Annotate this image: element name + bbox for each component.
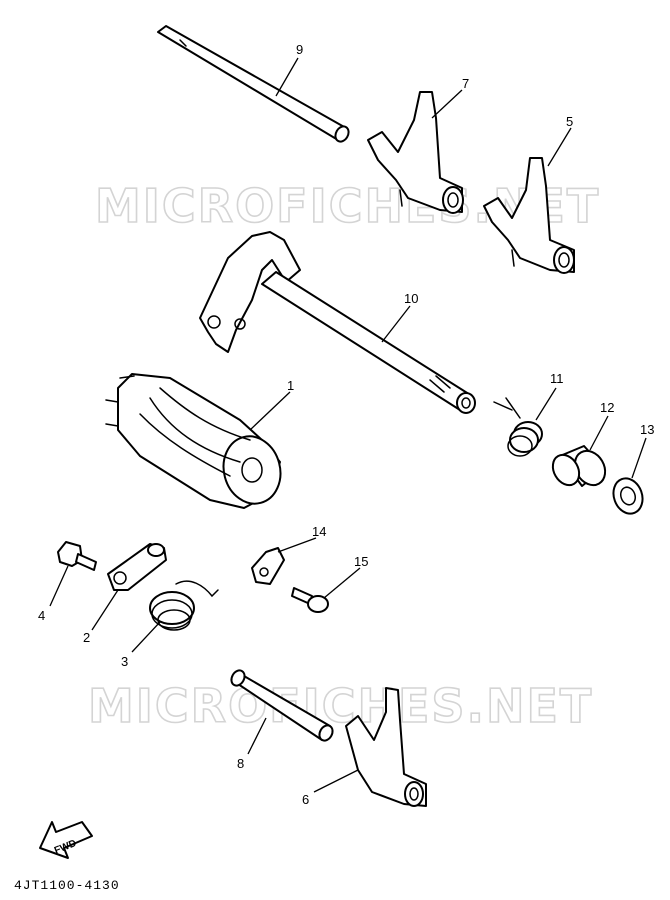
callout-13: 13: [640, 422, 654, 437]
callout-7: 7: [462, 76, 469, 91]
part-6-shift-fork[interactable]: [345, 687, 427, 807]
part-2-stopper-lever[interactable]: [107, 543, 167, 591]
callout-3: 3: [121, 654, 128, 669]
callout-15: 15: [354, 554, 368, 569]
part-1-shift-cam[interactable]: [105, 373, 288, 510]
leader-lines: [49, 57, 647, 793]
callout-9: 9: [296, 42, 303, 57]
callout-10: 10: [404, 291, 418, 306]
callout-4: 4: [38, 608, 45, 623]
part-14-segment[interactable]: [251, 547, 285, 585]
part-8-shift-fork-shaft-2[interactable]: [229, 668, 335, 743]
part-12-collar[interactable]: [548, 445, 612, 490]
part-3-torsion-spring[interactable]: [149, 580, 219, 631]
callout-11: 11: [550, 371, 564, 386]
callout-5: 5: [566, 114, 573, 129]
fwd-arrow-icon: FWD: [39, 821, 93, 859]
part-7-shift-fork[interactable]: [367, 91, 464, 214]
part-15-screw[interactable]: [291, 587, 329, 613]
diagram-code: 4JT1100-4130: [14, 878, 120, 893]
part-9-shift-fork-shaft[interactable]: [157, 25, 351, 144]
part-5-shift-fork[interactable]: [483, 157, 575, 274]
part-11-torsion-spring[interactable]: [493, 397, 543, 457]
callout-8: 8: [237, 756, 244, 771]
callout-2: 2: [83, 630, 90, 645]
callout-6: 6: [302, 792, 309, 807]
part-10-shift-shaft[interactable]: [199, 231, 476, 414]
part-13-oil-seal[interactable]: [609, 474, 648, 517]
part-4-bolt[interactable]: [57, 541, 97, 571]
callout-14: 14: [312, 524, 326, 539]
watermark-bottom: MICROFICHES.NET: [88, 679, 593, 733]
callout-12: 12: [600, 400, 614, 415]
callout-1: 1: [287, 378, 294, 393]
